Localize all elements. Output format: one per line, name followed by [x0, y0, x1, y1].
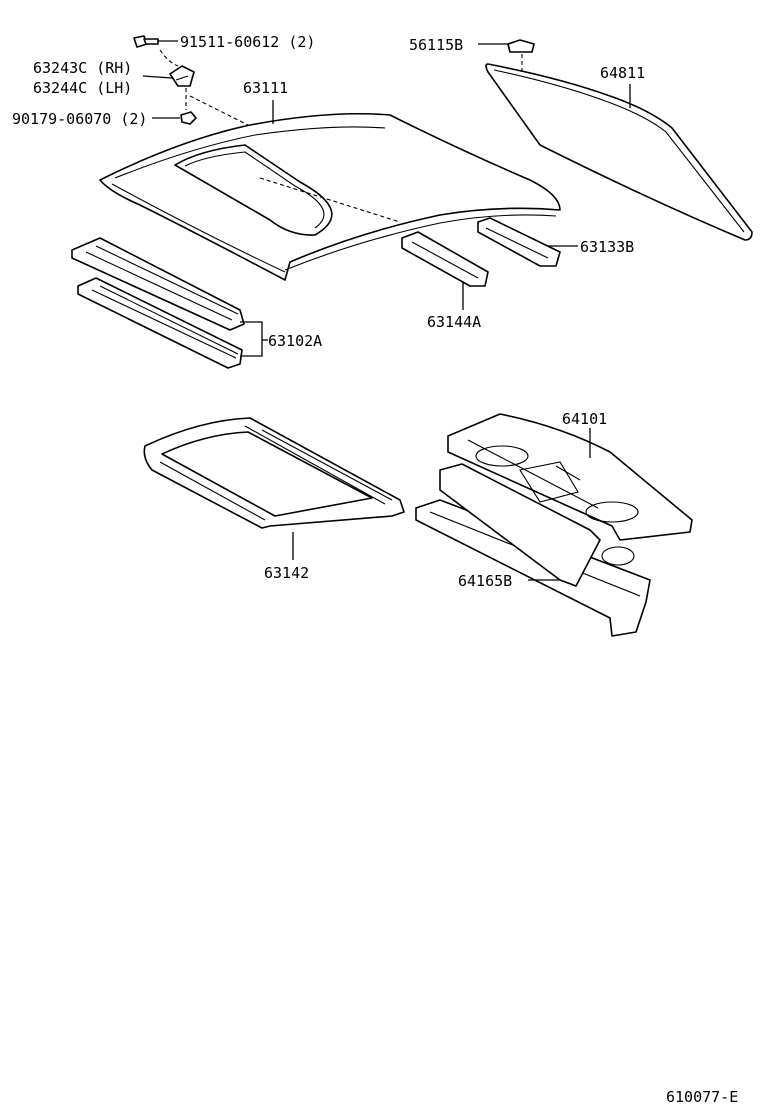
rear-side-rail: [477, 217, 561, 267]
label-roof-rail-reinforcement: 63144A: [427, 313, 481, 331]
label-roof-panel: 63111: [243, 79, 288, 97]
label-package-tray-panel: 64101: [562, 410, 607, 428]
roof-panel: [99, 112, 561, 281]
bolt-part: [133, 35, 159, 48]
label-nut: 90179-06070 (2): [12, 110, 147, 128]
roof-rail-reinforcement: [401, 231, 489, 287]
label-package-tray-lower: 64165B: [458, 572, 512, 590]
header-rails-bracket: [240, 321, 263, 357]
label-sunroof-reinforcement: 63142: [264, 564, 309, 582]
label-bolt: 91511-60612 (2): [180, 33, 315, 51]
back-window-glass: [485, 63, 753, 241]
label-back-window-glass: 64811: [600, 64, 645, 82]
label-front-header-rails: 63102A: [268, 332, 322, 350]
package-tray-lower: [415, 463, 651, 637]
package-tray-panel: [447, 413, 693, 541]
front-header-rails: [71, 237, 245, 369]
diagram-code: 610077-E: [666, 1088, 738, 1106]
bracket-dash: [159, 49, 179, 67]
bracket-part: [169, 65, 195, 87]
clip-part: [507, 39, 535, 53]
sunroof-reinforcement: [143, 417, 405, 529]
label-bracket-rh: 63243C (RH): [33, 59, 132, 77]
bracket-leader: [142, 75, 173, 79]
label-clip: 56115B: [409, 36, 463, 54]
label-rear-side-rail: 63133B: [580, 238, 634, 256]
label-bracket-lh: 63244C (LH): [33, 79, 132, 97]
nut-part: [180, 111, 197, 125]
